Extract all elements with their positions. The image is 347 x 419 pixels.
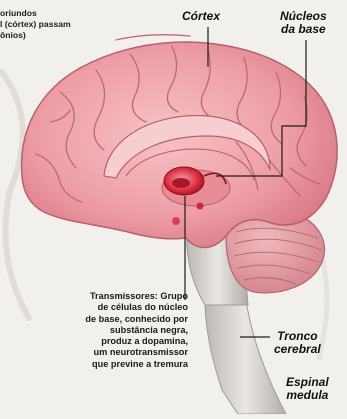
intro-line: ônios) xyxy=(0,30,112,41)
nucleus-small xyxy=(172,217,180,225)
label-espinal-medula: Espinal medula xyxy=(286,376,329,401)
label-cortex: Córtex xyxy=(182,10,220,22)
label-espinal-line1: Espinal xyxy=(286,376,329,388)
caption-line-rest: Grupo xyxy=(158,291,188,301)
substantia-nigra xyxy=(172,178,190,188)
background-stroke xyxy=(0,70,30,320)
intro-line: oriundos xyxy=(0,8,112,19)
label-nucleos-line1: Núcleos xyxy=(280,10,327,22)
caption-term: Transmissores: xyxy=(90,291,158,301)
label-tronco-line2: cerebral xyxy=(274,343,321,355)
label-tronco-line1: Tronco xyxy=(274,330,321,342)
spinal-cord xyxy=(205,300,286,414)
caption-line: um neurotransmissor xyxy=(18,347,188,358)
caption-line: produz a dopamina, xyxy=(18,336,188,347)
transmitters-caption: Transmissores: Grupo de células do núcle… xyxy=(18,291,188,370)
caption-line: Transmissores: Grupo xyxy=(18,291,188,302)
caption-line: substância negra, xyxy=(18,325,188,336)
intro-line: l (córtex) passam xyxy=(0,19,112,30)
caption-line: de base, conhecido por xyxy=(18,314,188,325)
label-nucleos-line2: da base xyxy=(280,23,327,35)
nucleus-small xyxy=(197,203,204,210)
caption-line: de células do núcleo xyxy=(18,302,188,313)
caption-line: que previne a tremura xyxy=(18,359,188,370)
label-espinal-line2: medula xyxy=(286,389,329,401)
label-tronco-cerebral: Tronco cerebral xyxy=(274,330,321,355)
intro-text: oriundos l (córtex) passam ônios) xyxy=(0,8,112,41)
label-nucleos-da-base: Núcleos da base xyxy=(280,10,327,35)
cerebral-cortex xyxy=(22,42,338,247)
